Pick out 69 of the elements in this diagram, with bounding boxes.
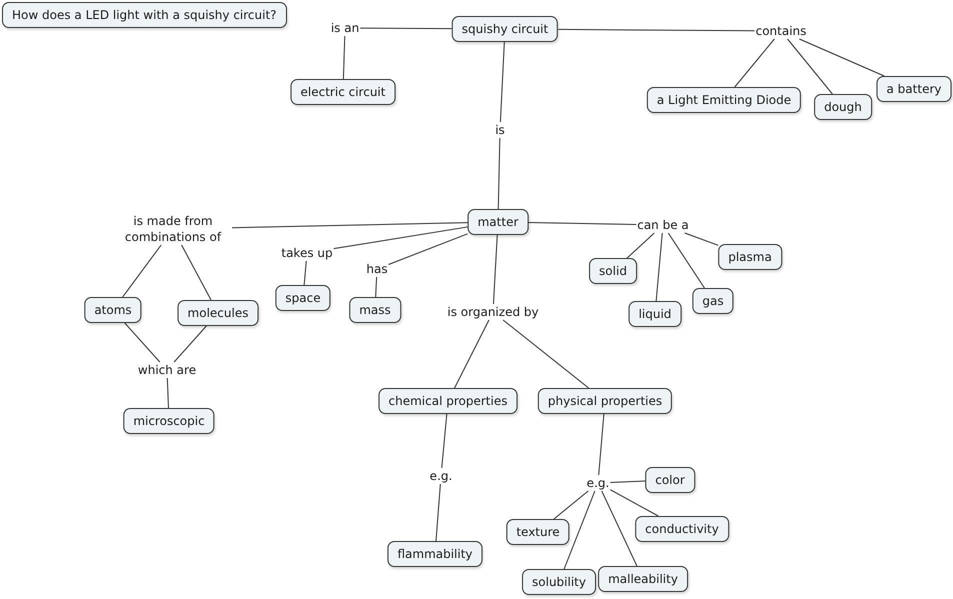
linking-phrase: takes up — [280, 245, 334, 261]
connector-line — [304, 260, 307, 286]
concept-box: How does a LED light with a squishy circuit? — [2, 2, 287, 28]
connector-line — [122, 244, 162, 298]
connector-line — [181, 244, 212, 300]
concept-box: liquid — [628, 301, 682, 327]
connector-line — [436, 484, 441, 542]
connector-line — [668, 232, 705, 288]
connector-line — [787, 38, 833, 94]
connector-line — [564, 490, 596, 570]
concept-box: gas — [692, 288, 734, 314]
connector-line — [388, 233, 468, 265]
concept-box: flammability — [387, 541, 483, 567]
connector-line — [558, 28, 756, 32]
connector-line — [166, 378, 169, 408]
connector-line — [124, 322, 160, 362]
concept-box: color — [645, 467, 695, 493]
connector-line — [342, 36, 346, 80]
linking-phrase: can be a — [636, 217, 690, 233]
connector-line — [502, 320, 590, 388]
linking-phrase: has — [365, 261, 389, 277]
connector-line — [601, 490, 638, 566]
concept-box: matter — [468, 209, 528, 235]
connector-line — [232, 222, 468, 228]
connector-line — [610, 480, 646, 483]
connector-line — [798, 38, 885, 76]
connector-line — [333, 226, 468, 250]
linking-phrase: which are — [136, 362, 198, 378]
concept-box: a Light Emitting Diode — [646, 87, 802, 113]
linking-phrase: e.g. — [586, 475, 610, 491]
connector-line — [375, 276, 378, 298]
connector-line — [734, 38, 775, 88]
concept-box: squishy circuit — [452, 16, 558, 42]
linking-phrase: is organized by — [446, 304, 540, 320]
linking-phrase: is an — [330, 20, 360, 36]
concept-box: solid — [589, 258, 637, 284]
connector-line — [553, 490, 589, 520]
concept-box: electric circuit — [290, 79, 396, 105]
connector-line — [454, 320, 490, 388]
linking-phrase: e.g. — [428, 468, 454, 484]
connector-line — [684, 232, 719, 246]
concept-box: microscopic — [123, 408, 215, 434]
linking-phrase: is — [494, 122, 506, 138]
connector-line — [498, 138, 500, 210]
concept-box: physical properties — [538, 388, 672, 414]
linking-phrase: contains — [754, 23, 808, 39]
connector-line — [174, 326, 207, 362]
connector-line — [500, 42, 505, 122]
connector-line — [610, 489, 659, 516]
concept-box: plasma — [718, 244, 782, 270]
concept-box: mass — [349, 297, 401, 323]
connector-line — [656, 232, 663, 302]
concept-box: chemical properties — [378, 388, 518, 414]
connector-line — [360, 28, 452, 30]
concept-box: dough — [814, 94, 872, 120]
connector-line — [598, 414, 604, 476]
connector-line — [626, 232, 655, 258]
concept-box: atoms — [84, 297, 142, 323]
concept-box: molecules — [178, 300, 258, 326]
connector-line — [492, 234, 498, 304]
connector-line — [441, 414, 448, 468]
linking-phrase: is made from combinations of — [114, 213, 232, 245]
concept-box: a battery — [876, 76, 952, 102]
concept-box: conductivity — [635, 516, 729, 542]
concept-box: malleability — [598, 566, 688, 592]
concept-box: solubility — [522, 569, 596, 595]
concept-box: space — [275, 285, 331, 311]
concept-box: texture — [506, 519, 570, 545]
connector-line — [528, 222, 637, 226]
